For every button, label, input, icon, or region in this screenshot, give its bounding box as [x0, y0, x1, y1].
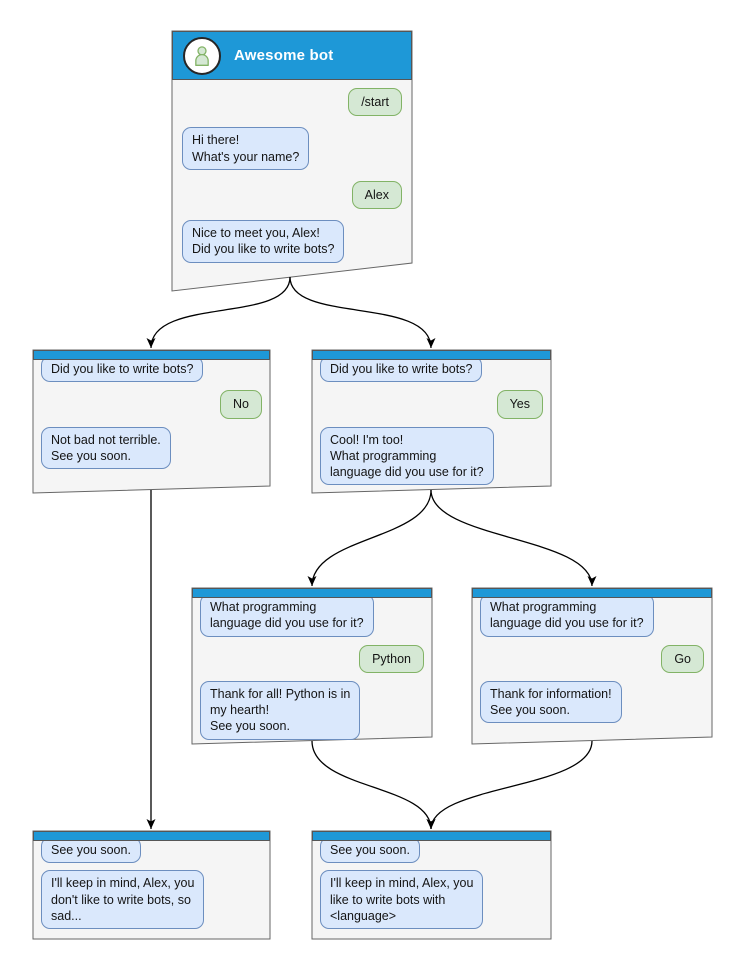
user-message-bubble: No [220, 390, 262, 419]
bot-message-bubble: Not bad not terrible. See you soon. [41, 426, 171, 469]
bot-message-bubble: Thank for all! Python is in my hearth! S… [200, 680, 361, 740]
chat-window-end-yes[interactable]: See you soon. I'll keep in mind, Alex, y… [312, 837, 551, 929]
user-message-bubble: Yes [496, 390, 543, 419]
chat-header-awesome-bot: Awesome bot [172, 31, 412, 80]
arrow-python-to-end [311, 740, 436, 830]
arrow-yes-to-go [430, 489, 597, 587]
user-icon [195, 45, 209, 66]
user-message-bubble: /start [348, 88, 402, 117]
chat-window-yes[interactable]: Did you like to write bots? Yes Cool! I'… [312, 356, 551, 486]
chat-window-no[interactable]: Did you like to write bots? No Not bad n… [33, 356, 270, 469]
user-message-bubble: Alex [351, 180, 402, 209]
chat-header-bar-end-yes [312, 831, 551, 841]
bot-message-bubble: I'll keep in mind, Alex, you don't like … [41, 870, 205, 929]
chat-header-bar-go [472, 588, 712, 598]
arrow-go-to-end [426, 740, 593, 830]
arrow-start-to-yes [289, 276, 436, 349]
bot-message-bubble: See you soon. [41, 837, 141, 864]
arrow-yes-to-python [307, 489, 432, 587]
bot-title: Awesome bot [234, 47, 334, 64]
chat-window-go[interactable]: What programming language did you use fo… [472, 594, 712, 724]
chat-window-awesome-bot[interactable]: /start Hi there! What's your name? Alex … [172, 80, 412, 263]
avatar [183, 36, 221, 75]
chat-window-python[interactable]: What programming language did you use fo… [192, 594, 432, 740]
chat-header-bar-end-no [33, 831, 270, 841]
chat-header-bar-python [192, 588, 432, 598]
bot-message-bubble: I'll keep in mind, Alex, you like to wri… [320, 870, 484, 929]
bot-message-bubble: Thank for information! See you soon. [480, 680, 622, 724]
bot-message-bubble: What programming language did you use fo… [480, 594, 654, 637]
bot-message-bubble: Cool! I'm too! What programming language… [320, 426, 494, 486]
chat-header-bar-yes [312, 350, 551, 360]
bot-message-bubble: Nice to meet you, Alex! Did you like to … [182, 220, 345, 263]
user-message-bubble: Go [661, 644, 704, 673]
bot-message-bubble: Did you like to write bots? [320, 356, 483, 383]
bot-message-bubble: Hi there! What's your name? [182, 127, 310, 170]
chat-header-bar-no [33, 350, 270, 360]
arrow-start-to-no [146, 276, 291, 349]
bot-message-bubble: What programming language did you use fo… [200, 594, 374, 637]
chat-window-end-no[interactable]: See you soon. I'll keep in mind, Alex, y… [33, 837, 270, 929]
user-message-bubble: Python [359, 644, 424, 673]
